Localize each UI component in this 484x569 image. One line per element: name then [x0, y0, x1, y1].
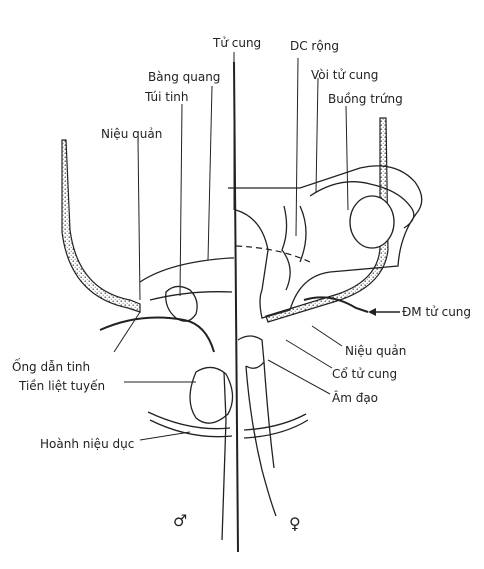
- bladder-lower: [149, 291, 233, 301]
- leader-lines: [113, 52, 349, 441]
- label-dc-rong: DC rộng: [290, 39, 339, 53]
- ureter-right: [265, 117, 389, 323]
- male-symbol: ♂: [173, 511, 187, 530]
- seminal-vesicle: [165, 285, 198, 322]
- label-tu-cung: Tử cung: [212, 36, 261, 50]
- uterus: [228, 165, 423, 319]
- label-buong-trung: Buồng trứng: [328, 92, 403, 106]
- label-bang-quang: Bàng quang: [148, 70, 220, 84]
- prostate: [189, 366, 234, 424]
- vas-deferens: [99, 316, 215, 353]
- label-nieu-quan-right: Niệu quản: [345, 344, 406, 358]
- bladder-dashed-female: [235, 245, 311, 263]
- midline: [233, 61, 239, 553]
- label-co-tu-cung: Cổ tử cung: [332, 367, 397, 381]
- female-symbol: ♀: [289, 514, 301, 533]
- label-am-dao: Âm đạo: [332, 390, 378, 405]
- vagina: [245, 361, 277, 517]
- label-nieu-quan-left: Niệu quản: [101, 127, 162, 141]
- label-tien-liet-tuyen: Tiền liệt tuyến: [18, 379, 105, 393]
- label-tui-tinh: Túi tinh: [144, 90, 189, 104]
- urogenital-diaphragm: [147, 411, 309, 439]
- label-ong-dan-tinh: Ống dẫn tinh: [12, 358, 90, 374]
- label-voi-tu-cung: Vòi tử cung: [311, 68, 378, 82]
- ovary: [349, 195, 395, 249]
- arrowhead: [368, 308, 376, 316]
- broad-ligament: [281, 205, 307, 291]
- uterine-artery: [303, 296, 369, 313]
- label-hoanh-nieu-duc: Hoành niệu dục: [40, 437, 134, 451]
- bladder: [139, 257, 234, 283]
- label-dm-tu-cung: ĐM tử cung: [402, 305, 471, 319]
- cervix: [237, 335, 265, 369]
- urethra: [221, 371, 227, 541]
- fallopian-tube: [309, 181, 415, 229]
- ureter-left: [61, 139, 141, 313]
